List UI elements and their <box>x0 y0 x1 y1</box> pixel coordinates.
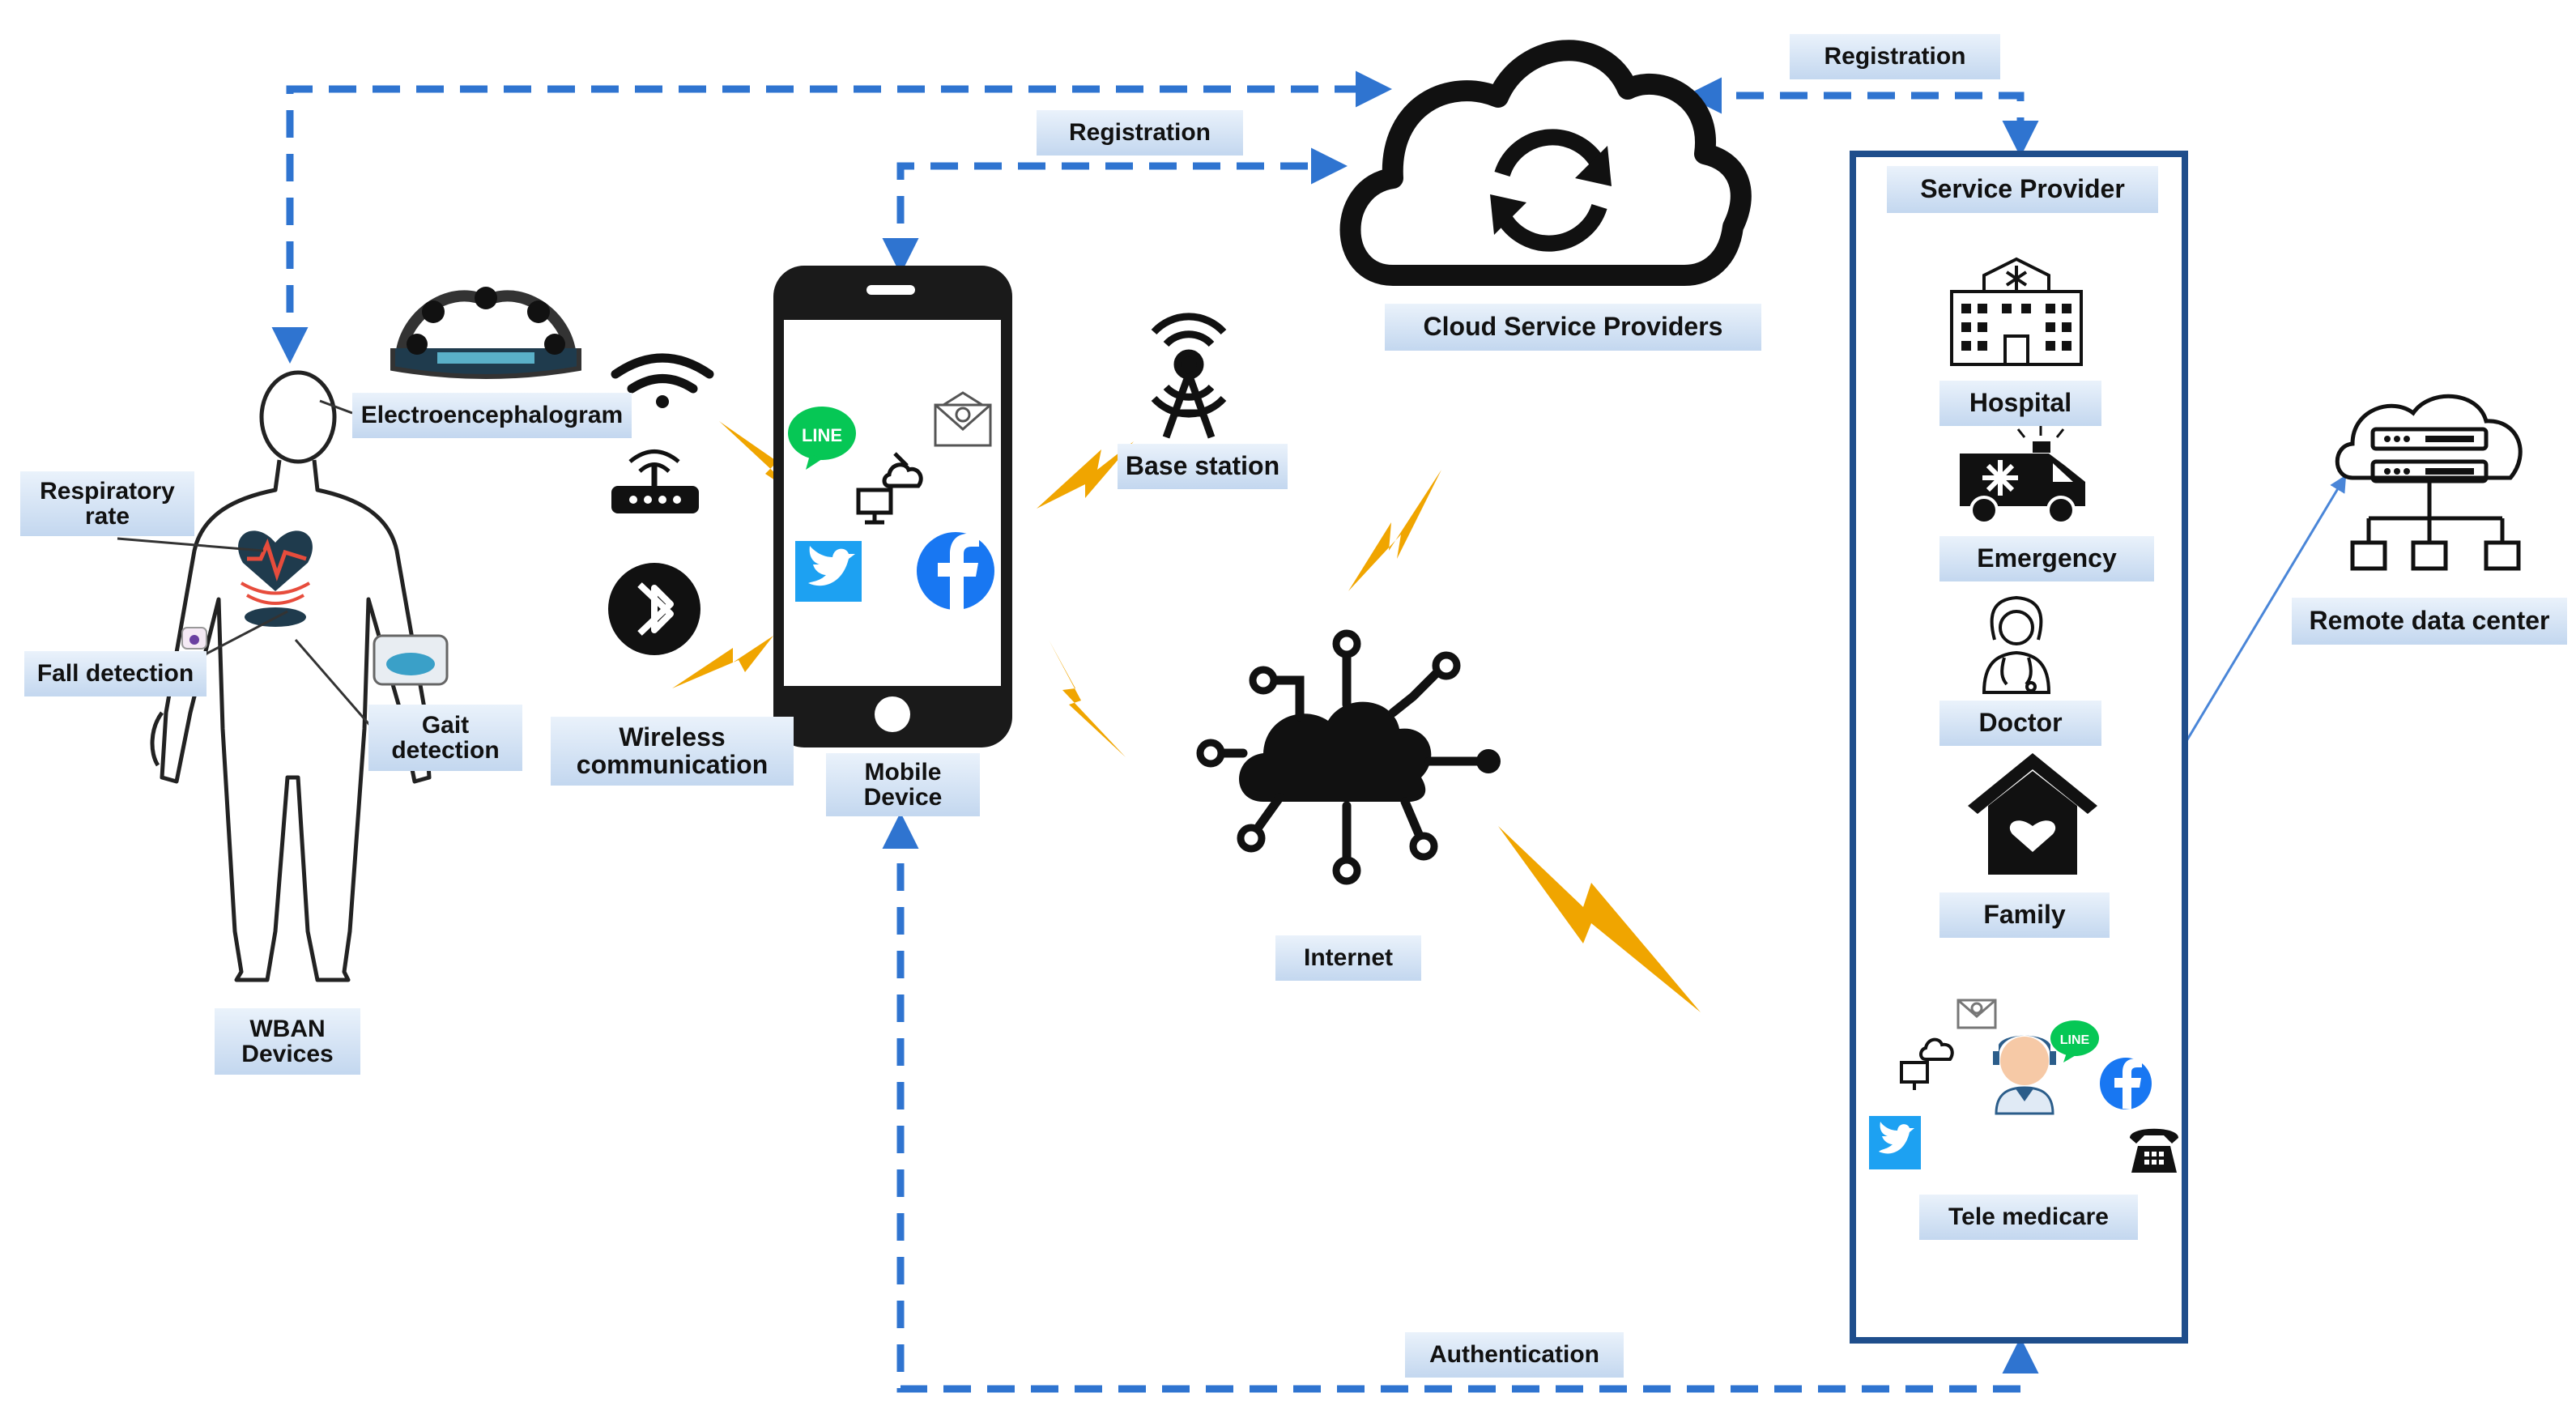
router-icon <box>611 449 699 513</box>
emergency-label: Emergency <box>1939 536 2154 581</box>
cloud-computer-icon <box>1900 1037 1954 1090</box>
doctor-label: Doctor <box>1939 701 2101 746</box>
twitter-icon <box>795 541 862 602</box>
server-network-icon <box>2335 394 2523 571</box>
bluetooth-icon <box>608 563 700 655</box>
email-icon <box>1956 999 1997 1029</box>
hospital-label: Hospital <box>1939 381 2101 426</box>
registration-label-top: Registration <box>1790 34 2000 79</box>
wireless-communication-label: Wireless communication <box>551 717 794 786</box>
email-icon <box>934 391 992 447</box>
fall-pointer <box>194 610 288 662</box>
arrow-cloud-to-service <box>1685 77 2039 157</box>
family-label: Family <box>1939 892 2110 938</box>
twitter-icon <box>1869 1116 1921 1169</box>
facebook-icon <box>2100 1058 2152 1109</box>
svg-text:LINE: LINE <box>2060 1033 2090 1047</box>
line-icon: LINE <box>788 407 856 470</box>
authentication-label: Authentication <box>1405 1332 1624 1378</box>
service-provider-label: Service Provider <box>1887 166 2158 213</box>
telephone-icon <box>2130 1128 2178 1173</box>
arrow-mobile-to-cloud <box>882 147 1348 275</box>
internet-label: Internet <box>1275 935 1421 981</box>
facebook-icon <box>917 532 994 611</box>
base-station-icon <box>1151 313 1227 439</box>
mobile-device-label: Mobile Device <box>826 753 980 816</box>
fall-detection-label: Fall detection <box>24 651 207 696</box>
ambulance-icon <box>1960 426 2085 525</box>
service-provider-box <box>1850 151 2188 1344</box>
hospital-icon <box>1950 257 2083 366</box>
gait-sensor-icon <box>373 634 449 686</box>
tele-medicare-label: Tele medicare <box>1919 1195 2138 1240</box>
cloud-service-providers-label: Cloud Service Providers <box>1385 304 1761 351</box>
family-home-icon <box>1968 753 2097 875</box>
arrow-mobile-to-service-auth <box>882 812 2039 1393</box>
fall-sensor-icon <box>181 627 207 650</box>
eeg-headset-icon <box>390 287 581 379</box>
electroencephalogram-label: Electroencephalogram <box>352 393 632 438</box>
eeg-pointer <box>319 399 353 415</box>
heart-monitor-icon <box>238 530 313 627</box>
lightning-icon <box>672 421 1701 1012</box>
cloud-sync-icon <box>1339 40 1752 286</box>
svg-text:LINE: LINE <box>802 425 842 445</box>
wban-devices-label: WBAN Devices <box>215 1008 360 1075</box>
cloud-computer-icon <box>856 452 923 525</box>
call-center-icon <box>1993 1035 2056 1115</box>
human-body-icon <box>150 370 432 982</box>
internet-network-icon <box>1196 629 1501 885</box>
respiratory-rate-label: Respiratory rate <box>20 471 194 536</box>
gait-detection-label: Gait detection <box>368 705 522 771</box>
registration-label-mid: Registration <box>1037 110 1243 155</box>
respiratory-pointer <box>117 537 264 552</box>
line-icon: LINE <box>2050 1020 2099 1063</box>
doctor-icon <box>1982 595 2051 694</box>
base-station-label: Base station <box>1118 444 1288 489</box>
wifi-icon <box>611 353 714 408</box>
arrow-body-to-cloud <box>271 70 1392 364</box>
remote-data-center-label: Remote data center <box>2292 598 2567 645</box>
arrow-service-to-datacenter <box>2185 475 2347 742</box>
gait-pointer <box>294 639 378 734</box>
